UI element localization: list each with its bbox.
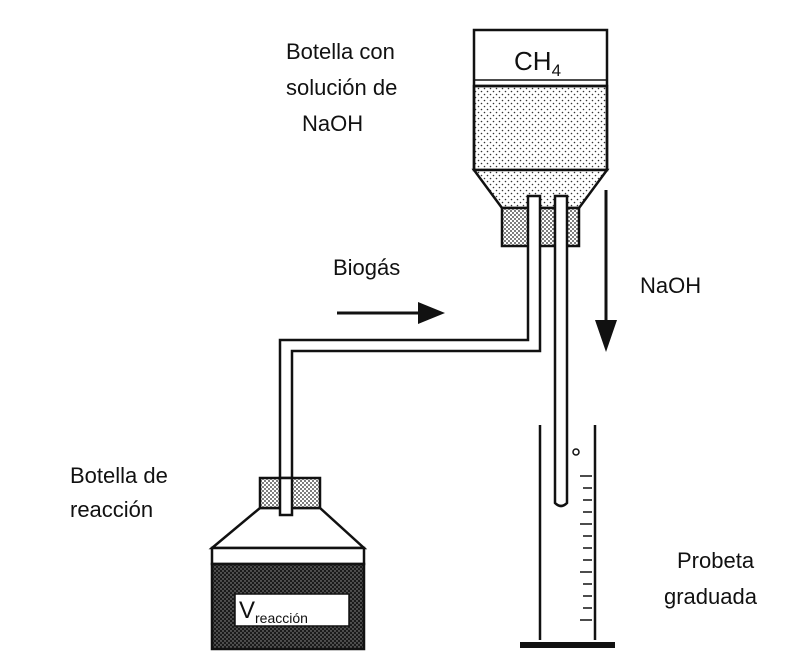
naoh-flow-label: NaOH — [640, 273, 701, 298]
naoh-bottle-label-line-3: NaOH — [302, 111, 363, 136]
naoh-bottle-label-line-1: Botella con — [286, 39, 395, 64]
cylinder-label-line-2: graduada — [664, 584, 758, 609]
arrow-down-icon — [595, 190, 617, 352]
reaction-bottle — [208, 476, 368, 651]
biogas-label: Biogás — [333, 255, 400, 280]
cylinder-label-line-1: Probeta — [677, 548, 755, 573]
naoh-bottle-label-line-2: solución de — [286, 75, 397, 100]
reaction-bottle-label-line-2: reacción — [70, 497, 153, 522]
volume-label-subscript: reacción — [255, 610, 308, 626]
volume-label: Vreacción — [239, 597, 308, 626]
methane-label-base: CH — [514, 46, 552, 76]
arrow-right-icon — [337, 302, 445, 324]
methane-label-subscript: 4 — [552, 61, 561, 80]
cylinder-graduations — [580, 475, 592, 621]
naoh-outlet-tube — [553, 194, 569, 508]
volume-label-base: V — [239, 597, 255, 624]
naoh-solution — [472, 84, 609, 172]
graduated-cylinder — [520, 425, 615, 648]
volume-label-box — [234, 593, 350, 627]
reaction-bottle-label-line-1: Botella de — [70, 463, 168, 488]
methane-label: CH4 — [514, 46, 561, 80]
